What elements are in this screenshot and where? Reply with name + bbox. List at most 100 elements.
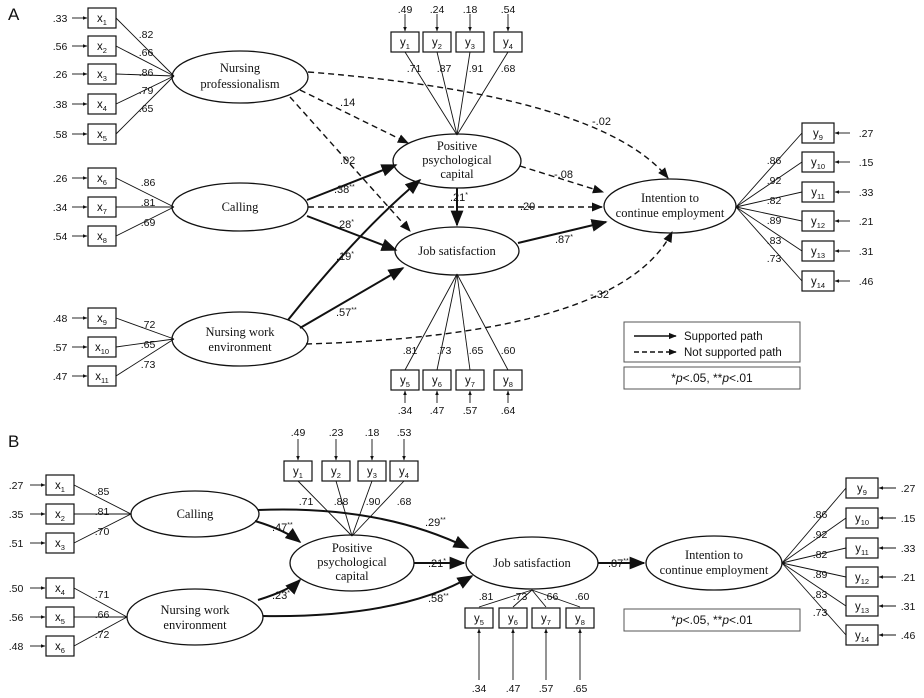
indicator-box: [45, 635, 75, 657]
indicator-box: [45, 577, 75, 599]
loading-value: .89: [767, 215, 782, 227]
error-value: .56: [53, 41, 68, 53]
loading-line: [531, 589, 581, 608]
indicator-x4: x4: [87, 93, 117, 115]
latent-label: psychological: [317, 555, 387, 569]
loading-line: [735, 206, 803, 252]
loading-line: [456, 273, 509, 371]
indicator-x3: x3: [87, 63, 117, 85]
indicator-label: y7: [465, 375, 475, 389]
measurement-model-a: x1.33.82x2.56.66x3.26.86x4.38.79x5.58.65…: [53, 4, 874, 417]
indicator-label: x6: [55, 641, 65, 655]
indicator-box: [801, 210, 835, 232]
indicator-box: [498, 607, 528, 629]
indicator-box: [283, 460, 313, 482]
indicator-label: y13: [855, 601, 869, 615]
loading-line: [335, 480, 353, 537]
indicator-y4: y4: [493, 31, 523, 53]
latent-label: continue employment: [660, 563, 769, 577]
error-value: .27: [901, 483, 916, 495]
coef-env-psycap: .23*: [272, 590, 290, 602]
loading-line: [781, 562, 847, 636]
coef-calling-jobsat: .28*: [336, 219, 354, 231]
indicator-x1: x1: [45, 474, 75, 496]
indicator-box: [321, 460, 351, 482]
error-value: .47: [430, 405, 445, 417]
indicator-box: [845, 624, 879, 646]
error-value: .58: [53, 129, 68, 141]
loading-line: [735, 161, 803, 208]
error-value: .48: [53, 313, 68, 325]
loading-value: .82: [813, 549, 828, 561]
indicator-x5: x5: [45, 606, 75, 628]
loading-value: .68: [501, 63, 516, 75]
measurement-model-b: x1.27.85x2.35.81x3.51.70x4.50.71x5.56.66…: [9, 427, 916, 695]
indicator-box: [87, 63, 117, 85]
loading-value: .81: [403, 345, 418, 357]
loading-value: .90: [366, 496, 381, 508]
indicator-x6: x6: [45, 635, 75, 657]
error-value: .46: [901, 630, 916, 642]
error-value: .15: [859, 157, 874, 169]
note-text: *p<.05, **p<.01: [671, 613, 753, 627]
indicator-y13: y13: [845, 595, 879, 617]
error-value: .34: [53, 202, 68, 214]
indicator-label: y6: [432, 375, 442, 389]
indicator-label: x5: [55, 612, 65, 626]
indicator-label: y9: [813, 128, 823, 142]
panel-b-label: B: [8, 432, 19, 451]
indicator-box: [845, 477, 879, 499]
indicator-box: [493, 369, 523, 391]
error-value: .18: [463, 4, 478, 16]
loading-line: [781, 562, 847, 578]
latent-label: psychological: [422, 153, 492, 167]
indicator-box: [45, 532, 75, 554]
path-prof-intention: [307, 71, 669, 179]
indicator-x1: x1: [87, 7, 117, 29]
indicator-box: [87, 336, 117, 358]
error-value: .33: [859, 187, 874, 199]
error-value: .57: [539, 683, 554, 695]
indicator-y6: y6: [498, 607, 528, 629]
indicator-y8: y8: [565, 607, 595, 629]
loading-line: [531, 589, 547, 608]
loading-value: .91: [469, 63, 484, 75]
indicator-label: y1: [400, 37, 410, 51]
loading-value: .82: [139, 29, 154, 41]
indicator-y6: y6: [422, 369, 452, 391]
error-value: .47: [53, 371, 68, 383]
loading-value: .69: [141, 217, 156, 229]
latent-label: Nursing: [220, 61, 261, 75]
path-env-jobsat: [262, 575, 474, 618]
indicator-y7: y7: [531, 607, 561, 629]
coef-jobsat-intention: .87**: [608, 558, 629, 570]
indicator-box: [493, 31, 523, 53]
loading-value: .86: [767, 155, 782, 167]
indicator-y9: y9: [801, 122, 835, 144]
indicator-label: y6: [508, 613, 518, 627]
coef-psycap-jobsat: .21*: [428, 558, 446, 570]
loading-value: .92: [813, 529, 828, 541]
error-value: .54: [501, 4, 516, 16]
indicator-box: [464, 607, 494, 629]
loading-line: [735, 132, 803, 208]
indicator-y9: y9: [845, 477, 879, 499]
indicator-box: [801, 270, 835, 292]
latent-label: Intention to: [641, 191, 699, 205]
loading-line: [115, 75, 175, 135]
indicator-box: [45, 474, 75, 496]
indicator-box: [87, 7, 117, 29]
loading-line: [404, 273, 458, 371]
indicator-box: [45, 606, 75, 628]
loading-value: .60: [501, 345, 516, 357]
loading-line: [115, 338, 175, 348]
indicator-label: y10: [855, 513, 869, 527]
panel-b: B Calling Nursing work environment Posit…: [8, 427, 915, 695]
indicator-y2: y2: [321, 460, 351, 482]
indicator-label: x3: [97, 69, 107, 83]
loading-line: [478, 589, 533, 608]
loading-line: [781, 562, 847, 607]
indicator-label: y14: [855, 630, 869, 644]
error-value: .56: [9, 612, 24, 624]
indicator-box: [845, 566, 879, 588]
